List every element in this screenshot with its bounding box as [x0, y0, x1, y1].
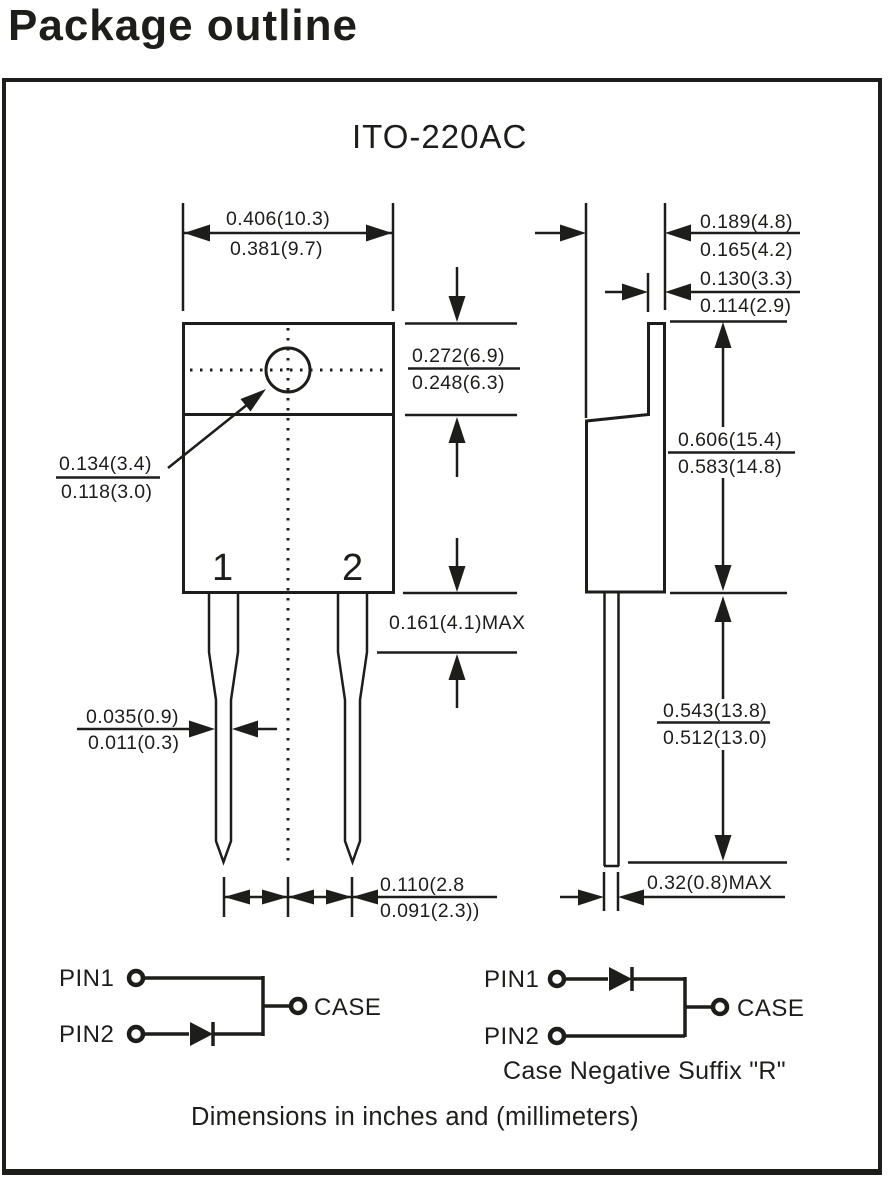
- schematic-left-pin1-label: PIN1: [59, 965, 115, 992]
- body-width-dim: [181, 203, 395, 311]
- schematic-right-caption: Case Negative Suffix "R": [503, 1057, 786, 1085]
- pin1-terminal: [126, 968, 146, 988]
- dim-hole-dia-max: 0.134(3.4): [59, 453, 152, 475]
- case-terminal: [288, 996, 308, 1016]
- dimensions-note: Dimensions in inches and (millimeters): [191, 1103, 639, 1131]
- lead-length-dim: [628, 619, 787, 864]
- arrow-left-icon: [352, 889, 378, 905]
- arrow-up-icon: [448, 654, 466, 680]
- body-height-dim: [668, 320, 795, 595]
- arrow-right-icon: [262, 889, 288, 905]
- arrow-right-icon: [560, 224, 586, 242]
- dim-lead-thickness: 0.32(0.8)MAX: [647, 872, 773, 894]
- page-title: Package outline: [8, 1, 359, 50]
- case-terminal: [710, 997, 730, 1017]
- dim-lead-pitch-min: 0.091(2.3)): [380, 900, 480, 922]
- schematic-left: [126, 968, 308, 1046]
- dim-body-thickness-max: 0.189(4.8): [700, 211, 793, 233]
- dim-body-width-min: 0.381(9.7): [230, 238, 323, 260]
- dim-lead-length-max: 0.543(13.8): [663, 700, 768, 722]
- schematic-right-wires: [565, 977, 712, 1038]
- arrow-right-icon: [366, 224, 392, 242]
- arrow-up-icon: [714, 322, 732, 348]
- arrow-up-right-icon: [240, 389, 266, 412]
- arrow-right-icon: [326, 889, 352, 905]
- pin2-terminal: [126, 1024, 146, 1044]
- dim-shoulder-length: 0.161(4.1)MAX: [389, 612, 526, 634]
- dim-body-width-max: 0.406(10.3): [226, 208, 331, 230]
- dim-lead-pitch-max: 0.110(2.8: [380, 874, 465, 896]
- dim-lead-width-min: 0.011(0.3): [88, 732, 180, 754]
- arrow-left-icon: [665, 224, 691, 242]
- pin1-terminal: [547, 969, 567, 989]
- schematic-left-wires: [144, 976, 290, 1036]
- schematic-right: [547, 967, 730, 1046]
- front-body-outline: [182, 322, 395, 594]
- arrow-up-icon: [448, 417, 466, 443]
- pin2-number: 2: [342, 547, 364, 589]
- arrow-right-icon: [189, 720, 215, 738]
- side-lead: [603, 593, 620, 868]
- dim-tab-thickness-min: 0.114(2.9): [700, 295, 792, 317]
- dim-tab-thickness-max: 0.130(3.3): [700, 268, 793, 290]
- arrow-left-icon: [618, 889, 644, 906]
- arrow-down-icon: [714, 835, 732, 861]
- pin2-terminal: [547, 1026, 567, 1046]
- lead-thickness-dim: [560, 872, 785, 911]
- arrow-right-icon: [578, 889, 604, 906]
- schematic-right-pin1-label: PIN1: [484, 966, 540, 993]
- side-view-dimension-lines: [535, 203, 800, 911]
- pin1-number: 1: [212, 547, 234, 589]
- dim-body-thickness-min: 0.165(4.2): [700, 239, 793, 261]
- diode-symbol: [609, 967, 632, 991]
- dim-body-height-min: 0.583(14.8): [678, 456, 783, 478]
- schematic-right-case-label: CASE: [737, 995, 805, 1022]
- arrow-left-icon: [288, 889, 314, 905]
- schematic-left-case-label: CASE: [314, 994, 382, 1021]
- hole-callout-line: [167, 403, 249, 469]
- front-view-dimension-lines: [56, 203, 520, 917]
- arrow-down-icon: [714, 565, 732, 591]
- front-view: [182, 322, 395, 866]
- tab-thickness-dim: [605, 273, 800, 312]
- arrow-up-icon: [714, 596, 732, 622]
- dim-tab-height-max: 0.272(6.9): [412, 345, 505, 367]
- dim-body-height-max: 0.606(15.4): [678, 429, 783, 451]
- arrow-left-icon: [665, 283, 691, 301]
- height-ref-lines: [377, 322, 517, 654]
- arrow-left-icon: [232, 720, 258, 738]
- arrow-left-icon: [184, 224, 210, 242]
- pin1-lead: [207, 594, 240, 866]
- drawing-frame: [2, 78, 882, 1175]
- schematic-right-pin2-label: PIN2: [484, 1023, 540, 1050]
- arrow-down-icon: [448, 296, 466, 322]
- arrow-down-icon: [448, 566, 466, 592]
- dim-lead-width-max: 0.035(0.9): [86, 706, 179, 728]
- dim-hole-dia-min: 0.118(3.0): [61, 481, 153, 503]
- diode-symbol: [190, 1022, 213, 1046]
- schematic-left-pin2-label: PIN2: [59, 1021, 115, 1048]
- side-body-outline: [585, 322, 666, 594]
- dim-lead-length-min: 0.512(13.0): [663, 727, 768, 749]
- pin2-lead: [336, 594, 369, 866]
- dim-tab-height-min: 0.248(6.3): [412, 372, 505, 394]
- arrow-left-icon: [224, 889, 250, 905]
- body-thickness-dim: [535, 203, 800, 418]
- side-view: [585, 322, 666, 868]
- arrow-right-icon: [622, 283, 648, 301]
- package-name: ITO-220AC: [352, 118, 528, 155]
